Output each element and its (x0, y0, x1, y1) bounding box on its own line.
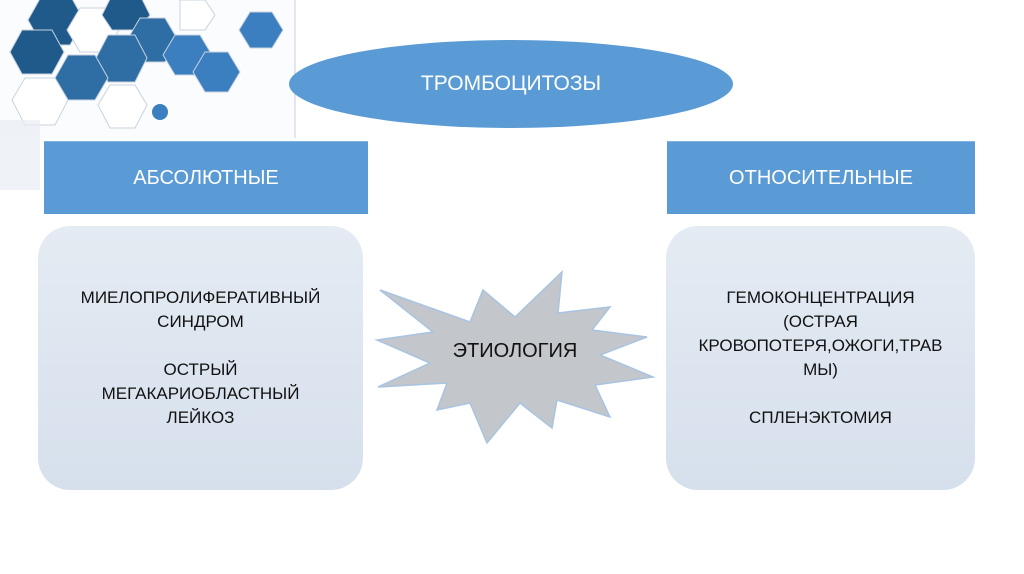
relative-header: ОТНОСИТЕЛЬНЫЕ (667, 141, 975, 214)
title: ТРОМБОЦИТОЗЫ (420, 72, 602, 95)
cause-item: ОСТРЫЙ МЕГАКАРИОБЛАСТНЫЙ ЛЕЙКОЗ (101, 360, 300, 427)
absolute-causes-card: МИЕЛОПРОЛИФЕРАТИВНЫЙ СИНДРОМ ОСТРЫЙ МЕГА… (38, 226, 363, 490)
medical-hexagon-illustration (0, 0, 296, 190)
title-ellipse: ТРОМБОЦИТОЗЫ (289, 40, 733, 128)
absolute-header-label: АБСОЛЮТНЫЕ (133, 166, 279, 189)
relative-causes-card: ГЕМОКОНЦЕНТРАЦИЯ (ОСТРАЯ КРОВОПОТЕРЯ,ОЖО… (666, 226, 975, 490)
absolute-header: АБСОЛЮТНЫЕ (44, 141, 368, 214)
etiology-label: ЭТИОЛОГИЯ (452, 340, 578, 362)
relative-header-label: ОТНОСИТЕЛЬНЫЕ (729, 166, 913, 189)
cause-item: ГЕМОКОНЦЕНТРАЦИЯ (ОСТРАЯ КРОВОПОТЕРЯ,ОЖО… (698, 288, 943, 379)
cause-item: МИЕЛОПРОЛИФЕРАТИВНЫЙ СИНДРОМ (80, 288, 321, 331)
cause-item: СПЛЕНЭКТОМИЯ (749, 408, 892, 427)
